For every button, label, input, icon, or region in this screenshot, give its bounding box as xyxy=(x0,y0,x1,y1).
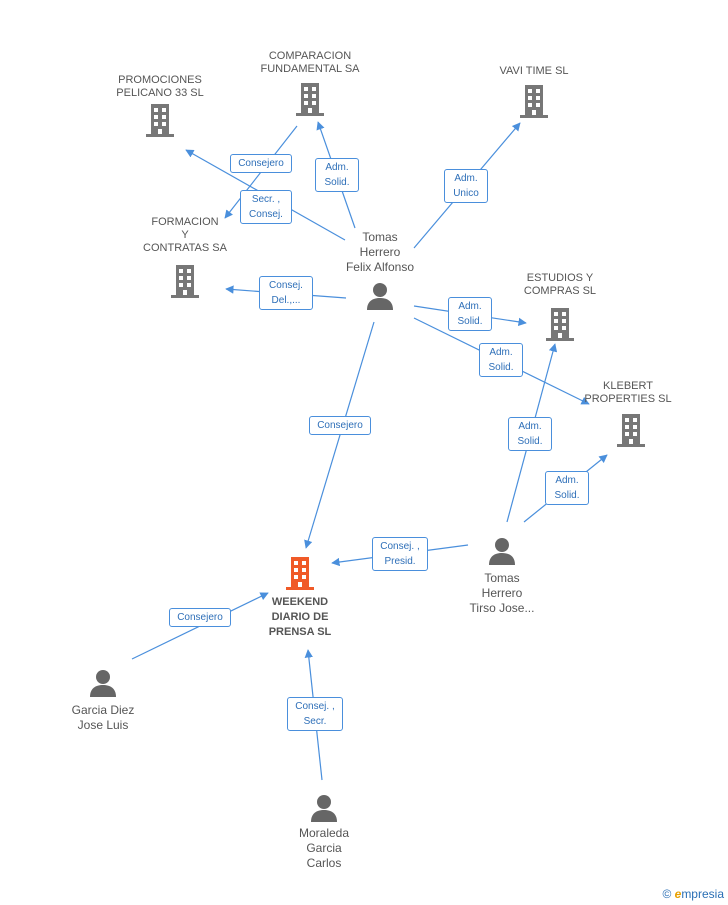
edge-label-garcia-weekend: Consejero xyxy=(169,608,231,627)
edge-label-felix-klebert: Adm. Solid. xyxy=(479,343,523,377)
node-moraleda[interactable]: Moraleda Garcia Carlos xyxy=(274,793,374,871)
person-icon xyxy=(489,538,515,565)
building-icon xyxy=(520,85,548,118)
building-icon xyxy=(146,104,174,137)
node-klebert[interactable]: KLEBERT PROPERTIES SL xyxy=(578,380,678,448)
node-tomas-tirso[interactable]: Tomas Herrero Tirso Jose... xyxy=(452,536,552,616)
building-icon xyxy=(286,557,314,590)
edge-label-tirso-estudios: Adm. Solid. xyxy=(508,417,552,451)
building-icon xyxy=(171,265,199,298)
brand-logo-text: mpresia xyxy=(681,887,724,901)
edge-label-felix-formacion-sec: Secr. , Consej. xyxy=(240,190,292,224)
edge-label-felix-promociones: Consejero xyxy=(230,154,292,173)
copyright-icon: © xyxy=(662,887,672,901)
building-icon xyxy=(617,414,645,447)
building-icon xyxy=(296,83,324,116)
edge-label-tirso-weekend: Consej. , Presid. xyxy=(372,537,428,571)
edge-label-tirso-klebert: Adm. Solid. xyxy=(545,471,589,505)
edge-felix-weekend xyxy=(304,321,375,549)
node-weekend-main[interactable]: WEEKEND DIARIO DE PRENSA SL xyxy=(250,555,350,640)
node-estudios[interactable]: ESTUDIOS Y COMPRAS SL xyxy=(505,272,615,342)
node-label: Tomas Herrero Felix Alfonso xyxy=(345,230,415,274)
node-comparacion[interactable]: COMPARACION FUNDAMENTAL SA xyxy=(250,50,370,117)
node-label: ESTUDIOS Y COMPRAS SL xyxy=(523,272,597,297)
node-label: Tomas Herrero Tirso Jose... xyxy=(469,571,535,615)
edge-label-felix-estudios: Adm. Solid. xyxy=(448,297,492,331)
node-label: Garcia Diez Jose Luis xyxy=(71,703,135,732)
node-label: WEEKEND DIARIO DE PRENSA SL xyxy=(268,596,332,638)
edge-label-felix-comparacion: Adm. Solid. xyxy=(315,158,359,192)
brand-logo-initial: e xyxy=(674,887,682,901)
node-garcia[interactable]: Garcia Diez Jose Luis xyxy=(53,668,153,733)
edge-label-felix-weekend: Consejero xyxy=(309,416,371,435)
node-vavi[interactable]: VAVI TIME SL xyxy=(478,65,590,119)
node-tomas-felix[interactable]: Tomas Herrero Felix Alfonso xyxy=(330,230,430,311)
brand-watermark: © empresia xyxy=(662,887,724,901)
building-icon xyxy=(546,308,574,341)
node-formacion[interactable]: FORMACION Y CONTRATAS SA xyxy=(130,216,240,299)
person-icon xyxy=(367,283,393,310)
node-label: VAVI TIME SL xyxy=(499,65,569,77)
node-label: FORMACION Y CONTRATAS SA xyxy=(143,216,227,254)
node-label: COMPARACION FUNDAMENTAL SA xyxy=(260,50,360,75)
node-label: PROMOCIONES PELICANO 33 SL xyxy=(116,74,204,99)
person-icon xyxy=(90,670,116,697)
edge-label-felix-vavi: Adm. Unico xyxy=(444,169,488,203)
node-label: KLEBERT PROPERTIES SL xyxy=(584,380,672,405)
edge-label-moraleda-weekend: Consej. , Secr. xyxy=(287,697,343,731)
person-icon xyxy=(311,795,337,822)
node-label: Moraleda Garcia Carlos xyxy=(298,826,350,870)
edge-label-felix-formacion: Consej. Del.,... xyxy=(259,276,313,310)
node-promociones[interactable]: PROMOCIONES PELICANO 33 SL xyxy=(105,74,215,138)
